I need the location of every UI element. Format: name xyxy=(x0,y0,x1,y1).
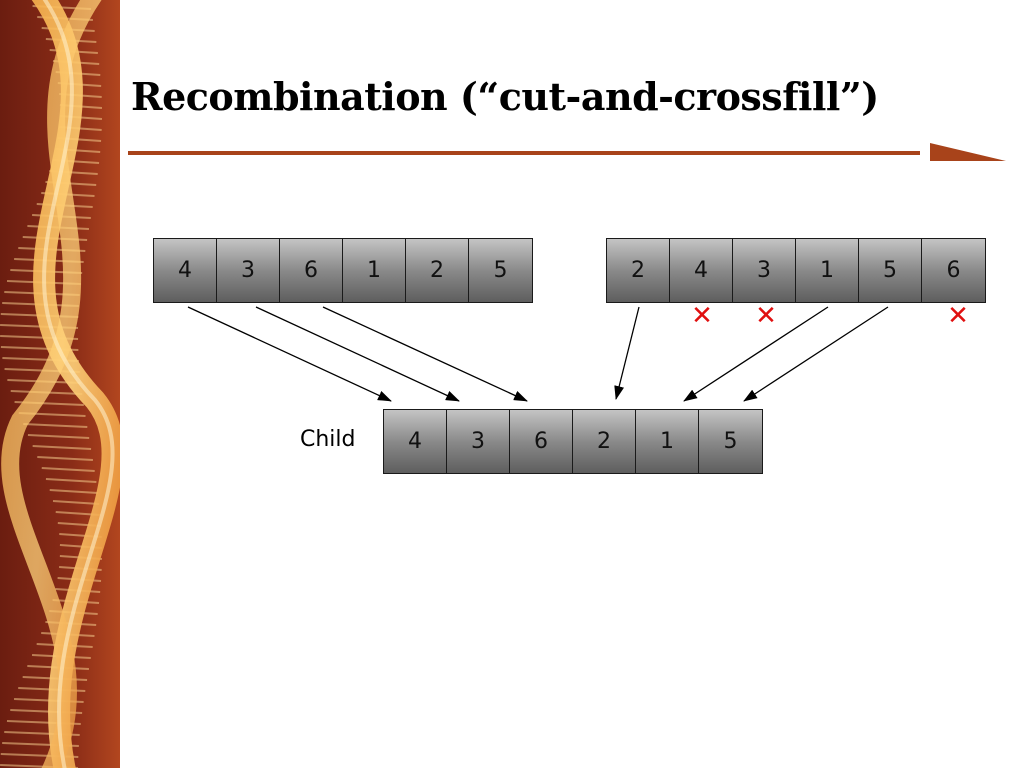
slide-title: Recombination (“cut-and-crossfill”) xyxy=(131,74,879,119)
parent-1-cell: 1 xyxy=(343,239,406,302)
child-cell: 6 xyxy=(510,410,573,473)
child-array: 4 3 6 2 1 5 xyxy=(383,409,763,474)
parent-1-cell: 5 xyxy=(469,239,532,302)
parent-1-cell: 6 xyxy=(280,239,343,302)
child-cell: 2 xyxy=(573,410,636,473)
parent-1-array: 4 3 6 1 2 5 xyxy=(153,238,533,303)
arrow-icon xyxy=(743,306,889,402)
child-cell: 5 xyxy=(699,410,762,473)
arrow-icon xyxy=(322,306,528,402)
parent-2-cell: 1 xyxy=(796,239,859,302)
parent-2-cell: 4 xyxy=(670,239,733,302)
parent-2-array: 2 4 3 1 5 6 xyxy=(606,238,986,303)
parent-2-cell: 6 xyxy=(922,239,985,302)
arrow-icon xyxy=(255,306,460,402)
arrowhead-icon xyxy=(930,143,1006,161)
parent-2-cell: 2 xyxy=(607,239,670,302)
child-label: Child xyxy=(300,427,356,452)
arrow-icon xyxy=(614,306,640,400)
child-cell: 4 xyxy=(384,410,447,473)
parent-1-cell: 4 xyxy=(154,239,217,302)
x-mark-icon: ✕ xyxy=(755,301,777,331)
dna-sidebar xyxy=(0,0,120,768)
arrow-icon xyxy=(187,306,392,402)
dna-helix-icon xyxy=(0,0,120,768)
parent-1-cell: 2 xyxy=(406,239,469,302)
parent-2-cell: 3 xyxy=(733,239,796,302)
x-mark-icon: ✕ xyxy=(947,301,969,331)
parent-2-cell: 5 xyxy=(859,239,922,302)
child-cell: 1 xyxy=(636,410,699,473)
title-underline xyxy=(128,151,920,155)
x-mark-icon: ✕ xyxy=(691,301,713,331)
arrow-icon xyxy=(683,306,829,402)
child-cell: 3 xyxy=(447,410,510,473)
parent-1-cell: 3 xyxy=(217,239,280,302)
